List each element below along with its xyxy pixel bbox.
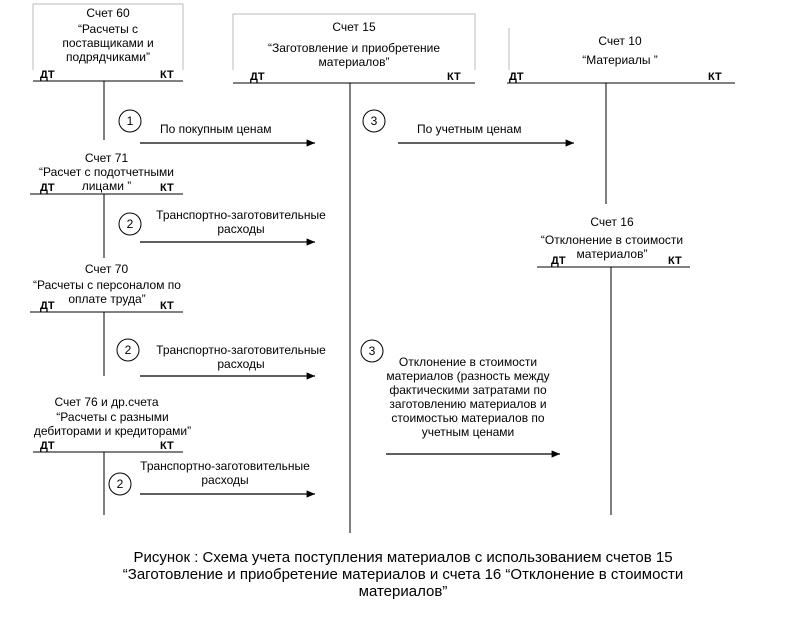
step-number-f2b: 2 bbox=[124, 343, 132, 357]
acc71-title: Счет 71 bbox=[84, 151, 129, 165]
step-number-f3b: 3 bbox=[368, 344, 376, 358]
acc71-kt: КТ bbox=[160, 182, 174, 194]
circle-f2c bbox=[108, 472, 132, 496]
circle-f2b bbox=[116, 338, 140, 362]
acc10-dt: ДТ bbox=[509, 71, 524, 83]
circle-f3b bbox=[360, 339, 384, 363]
acc60-title: Счет 60 bbox=[86, 6, 130, 20]
acc76-name: “Расчеты с разными дебиторами и кредитор… bbox=[33, 410, 192, 438]
acc10-name: “Материалы ” bbox=[582, 53, 658, 67]
step-number-f3a: 3 bbox=[370, 114, 378, 128]
step-number-f2c: 2 bbox=[116, 477, 124, 491]
acc15-dt: ДТ bbox=[250, 71, 265, 83]
circle-f3a bbox=[362, 109, 386, 133]
flow-label-f2c: Транспортно-заготовительные расходы bbox=[140, 459, 310, 487]
acc71-dt: ДТ bbox=[40, 182, 55, 194]
acc15-frame bbox=[232, 13, 476, 70]
flow-label-f1: По покупным ценам bbox=[160, 122, 272, 136]
acc60-kt: КТ bbox=[160, 69, 174, 81]
acc10-kt: КТ bbox=[708, 71, 722, 83]
acc60-dt: ДТ bbox=[40, 69, 55, 81]
acc76-kt: КТ bbox=[160, 440, 174, 452]
acc15-name: “Заготовление и приобретение материалов” bbox=[267, 41, 441, 69]
acc70-title: Счет 70 bbox=[84, 262, 129, 276]
flow-label-f3a: По учетным ценам bbox=[417, 122, 522, 136]
acc60-name: “Расчеты с поставщиками и подрядчиками” bbox=[62, 22, 154, 64]
acc71-name: “Расчет с подотчетными лицами ” bbox=[39, 165, 174, 193]
circle-f2a bbox=[118, 212, 142, 236]
acc16-dt: ДТ bbox=[551, 255, 566, 267]
acc76-dt: ДТ bbox=[40, 440, 55, 452]
acc16-name: “Отклонение в стоимости материалов” bbox=[540, 233, 684, 261]
circle-f1 bbox=[118, 109, 142, 133]
flow-label-f3b: Отклонение в стоимости материалов (разно… bbox=[386, 355, 550, 439]
flow-label-f2a: Транспортно-заготовительные расходы bbox=[156, 208, 326, 236]
acc60-frame bbox=[32, 3, 184, 70]
flow-label-f2b: Транспортно-заготовительные расходы bbox=[156, 343, 326, 371]
acc16-kt: КТ bbox=[668, 255, 682, 267]
acc15-title: Счет 15 bbox=[332, 20, 376, 34]
acc70-name: “Расчеты с персоналом по оплате труда” bbox=[33, 278, 181, 306]
figure-caption: Рисунок : Схема учета поступления матери… bbox=[122, 549, 684, 600]
step-number-f1: 1 bbox=[126, 114, 134, 128]
acc70-dt: ДТ bbox=[40, 300, 55, 312]
acc15-kt: КТ bbox=[447, 71, 461, 83]
acc10-title: Счет 10 bbox=[598, 34, 642, 48]
acc16-title: Счет 16 bbox=[590, 215, 634, 229]
step-number-f2a: 2 bbox=[126, 217, 134, 231]
acc76-title: Счет 76 и др.счета bbox=[54, 395, 159, 409]
acc70-kt: КТ bbox=[160, 300, 174, 312]
